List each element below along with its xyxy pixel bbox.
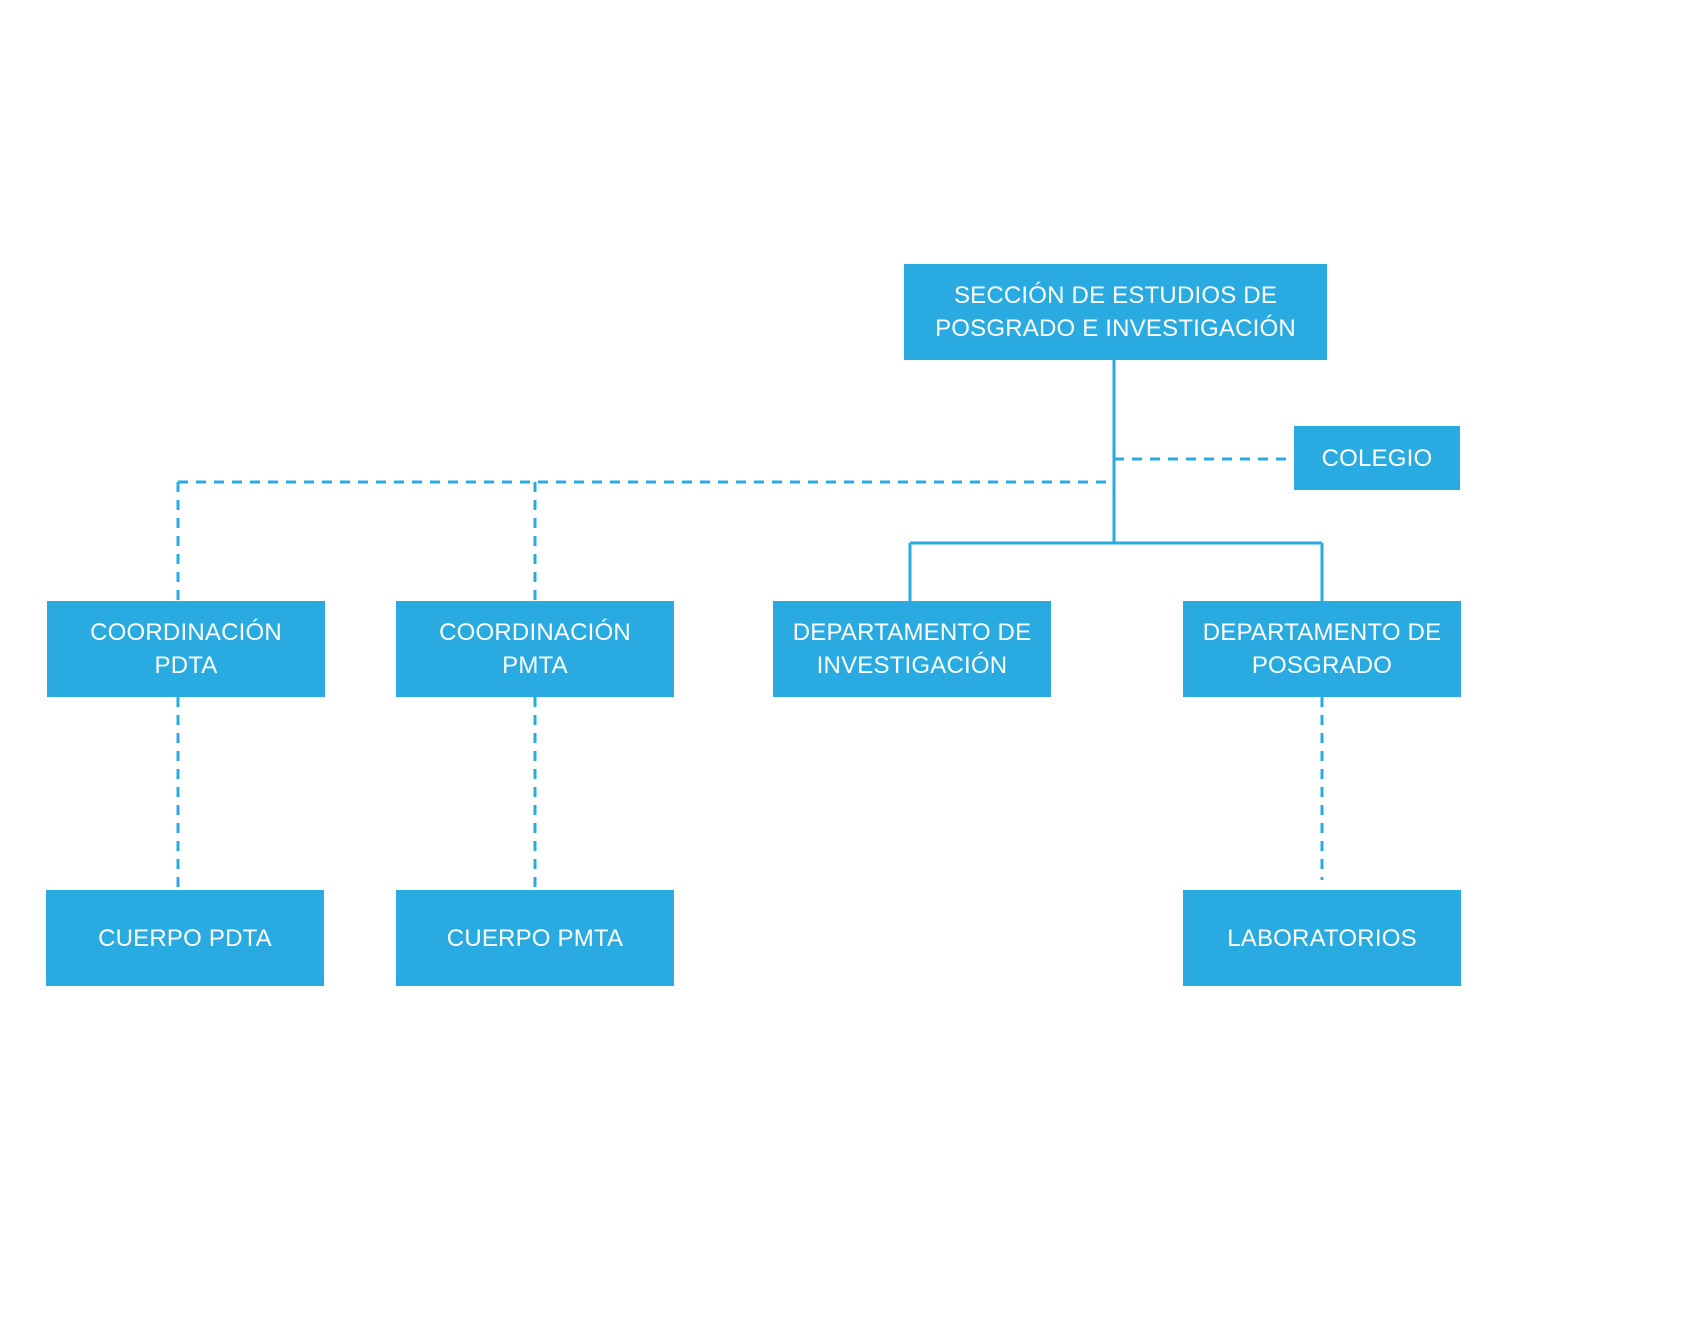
node-cuerpo-pdta: CUERPO PDTA xyxy=(46,890,324,986)
node-label: COLEGIO xyxy=(1321,444,1433,472)
node-cuerpo-pmta: CUERPO PMTA xyxy=(396,890,674,986)
node-coordinacion-pmta: COORDINACIÓN PMTA xyxy=(396,601,674,697)
node-label: LABORATORIOS xyxy=(1227,924,1417,952)
node-seccion-estudios-posgrado-investigacion: SECCIÓN DE ESTUDIOS DE POSGRADO E INVEST… xyxy=(904,264,1327,360)
node-label-line-1: COORDINACIÓN xyxy=(90,619,282,646)
node-label: CUERPO PDTA xyxy=(98,924,272,952)
node-label-line-2: PDTA xyxy=(154,652,218,679)
node-colegio: COLEGIO xyxy=(1294,426,1460,490)
node-label-line-1: DEPARTAMENTO DE xyxy=(1202,619,1442,646)
node-departamento-posgrado: DEPARTAMENTO DE POSGRADO xyxy=(1183,601,1461,697)
node-label-line-1: COORDINACIÓN xyxy=(439,619,631,646)
node-label-line-2: POSGRADO E INVESTIGACIÓN xyxy=(935,315,1296,342)
node-label-line-1: SECCIÓN DE ESTUDIOS DE xyxy=(953,282,1278,309)
node-label-line-2: PMTA xyxy=(502,652,568,679)
node-laboratorios: LABORATORIOS xyxy=(1183,890,1461,986)
node-label: CUERPO PMTA xyxy=(446,924,624,952)
node-departamento-investigacion: DEPARTAMENTO DE INVESTIGACIÓN xyxy=(773,601,1051,697)
node-label-line-2: POSGRADO xyxy=(1251,652,1393,679)
node-coordinacion-pdta: COORDINACIÓN PDTA xyxy=(47,601,325,697)
node-label-line-2: INVESTIGACIÓN xyxy=(816,652,1008,679)
node-label-line-1: DEPARTAMENTO DE xyxy=(792,619,1032,646)
